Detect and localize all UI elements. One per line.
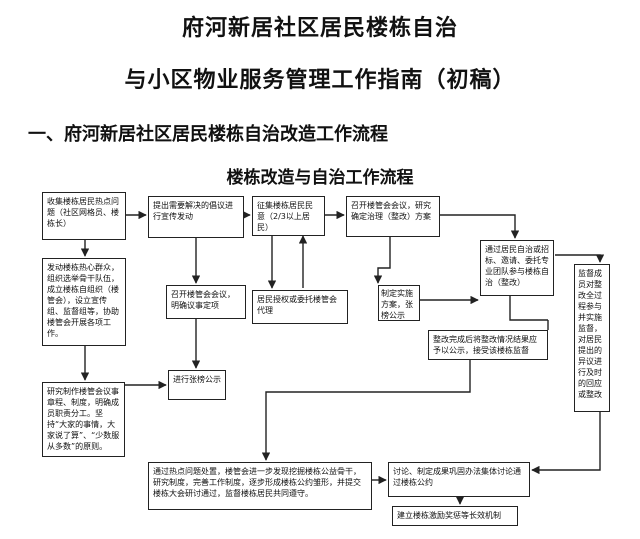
arrow-tender-to-result <box>509 296 548 321</box>
box-publicize: 进行张榜公示 <box>168 370 226 400</box>
box-summary: 通过热点问题处置，楼管会进一步发现挖掘楼栋公益骨干，研究制度，完善工作制度，逐步… <box>148 462 372 510</box>
box-supervise: 监督成员对整改全过程参与并实施监督，对居民提出的异议进行及时的回应或整改 <box>574 264 610 412</box>
arrow-result-to-summary <box>261 360 471 461</box>
box-mobilize: 发动楼栋热心群众，组织选举骨干队伍，成立楼栋自组织（楼管会），设立宣传组、监督组… <box>42 258 126 346</box>
box-plan: 制定实施方案，张榜公示 <box>378 285 420 321</box>
box-authorize: 居民授权或委托楼管会代理 <box>252 290 348 324</box>
arrow-decide-to-plan <box>373 237 391 284</box>
document-title-line2: 与小区物业服务管理工作指南（初稿） <box>124 67 516 93</box>
arrow-supervise-to-discuss <box>531 412 601 475</box>
box-collect: 收集楼栋居民热点问题（社区网格员、楼栋长） <box>42 192 126 240</box>
box-tender: 通过居民自治或招标、邀请、委托专业团队参与楼栋自治（整改） <box>480 240 554 296</box>
box-result: 整改完成后将整改情况结果应予以公示，接受该楼栋监督 <box>428 330 548 360</box>
arrow-tender-to-supervise <box>555 254 605 263</box>
box-decide: 召开楼管会会议，研究确定治理（整改）方案 <box>346 196 440 237</box>
box-consult: 征集楼栋居民民意（2/3以上居民） <box>252 196 325 236</box>
document-title-line1: 府河新居社区居民楼栋自治 <box>181 15 458 41</box>
box-draft: 研究制作楼管会议事章程、制度，明确成员职责分工。坚持“大家的事情，大家说了算”、… <box>42 382 125 457</box>
box-propose: 提出需要解决的倡议进行宣传发动 <box>148 196 244 238</box>
box-meeting-items: 召开楼管会会议，明确议事定项 <box>166 285 246 319</box>
box-discuss: 讨论、制定成果巩固办法集体讨论通过楼栋公约 <box>388 462 530 497</box>
arrow-decide-to-tender <box>440 214 520 239</box>
section-heading: 一、府河新居社区居民楼栋自治改造工作流程 <box>28 124 388 145</box>
flowchart-title: 楼栋改造与自治工作流程 <box>226 168 414 188</box>
box-incentive: 建立楼栋激励奖惩等长效机制 <box>392 506 518 526</box>
